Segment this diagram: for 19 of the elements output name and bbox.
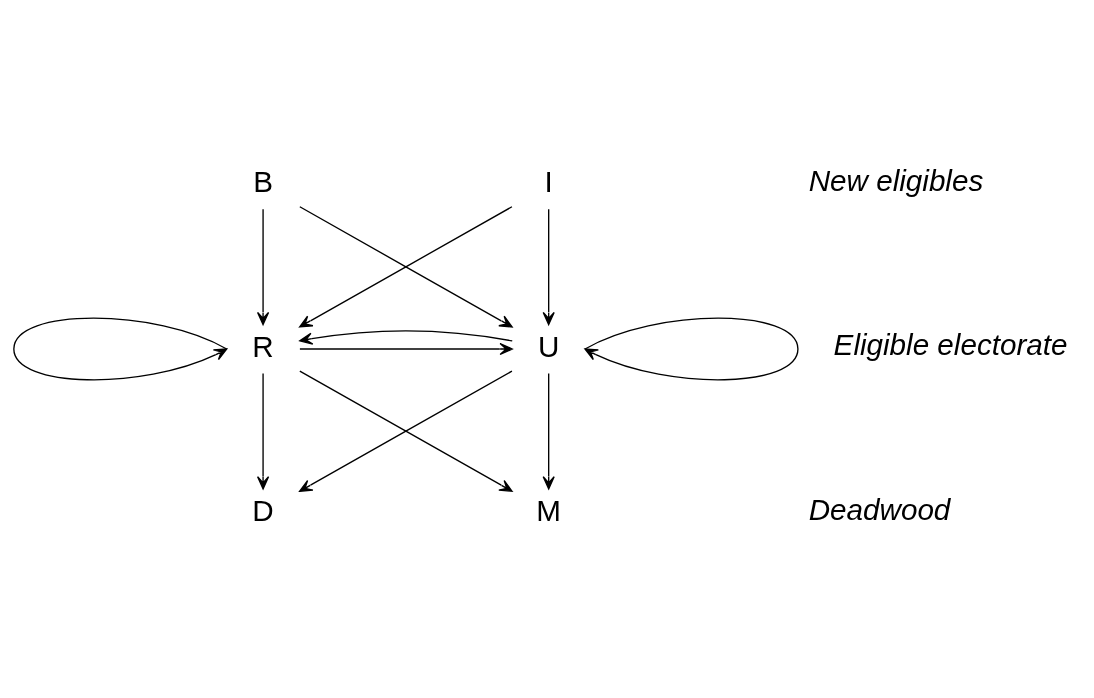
arrow bbox=[256, 372, 270, 490]
arrow bbox=[299, 206, 513, 328]
label: Deadwood bbox=[808, 492, 951, 526]
arrow bbox=[299, 330, 513, 345]
node-text: M bbox=[536, 493, 562, 527]
label: New eligibles bbox=[808, 163, 984, 197]
arrow bbox=[256, 208, 270, 326]
arrow bbox=[13, 317, 228, 381]
label: Eligible electorate bbox=[833, 328, 1068, 362]
arrow bbox=[542, 208, 555, 326]
node-text: B bbox=[253, 165, 273, 199]
node-text: R bbox=[252, 329, 274, 363]
arrow bbox=[299, 370, 513, 492]
arrow bbox=[584, 317, 799, 381]
node-text: I bbox=[544, 165, 553, 199]
arrow bbox=[299, 342, 513, 356]
node-text: U bbox=[537, 329, 560, 363]
node-text: D bbox=[252, 493, 274, 527]
arrow bbox=[542, 372, 555, 490]
